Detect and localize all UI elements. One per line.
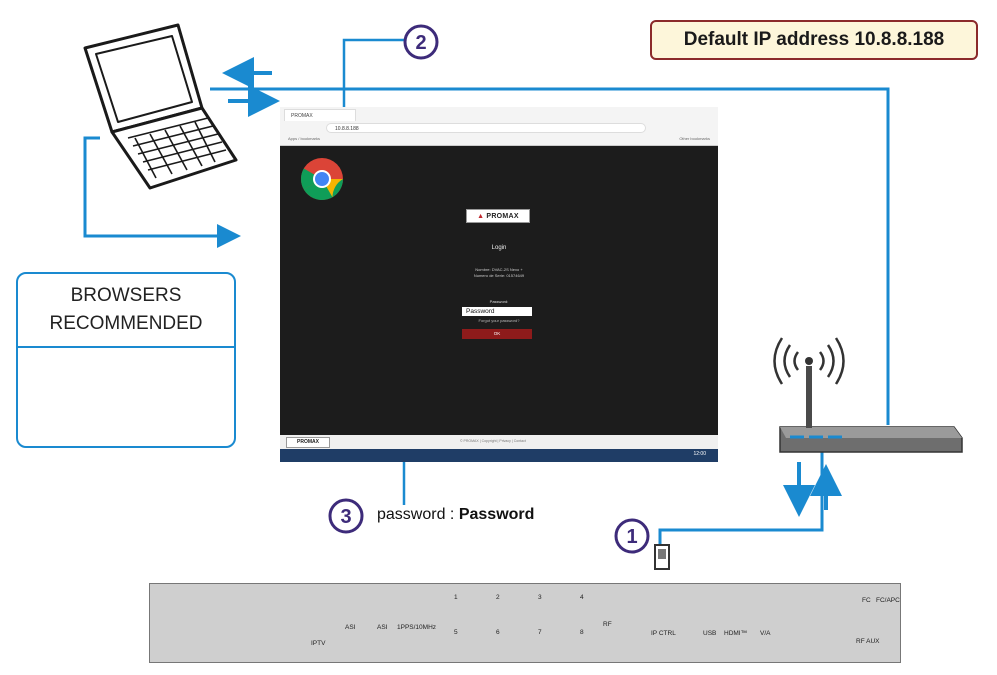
asi2-label: ASI: [377, 624, 388, 631]
port-number-1: 1: [454, 594, 458, 601]
ok-button[interactable]: OK: [462, 329, 532, 339]
port-number-5: 5: [454, 629, 458, 636]
bookmarks-bar[interactable]: Apps / bookmarks: [288, 136, 321, 141]
password-input[interactable]: Password: [462, 307, 532, 316]
forgot-password-link[interactable]: Forgot your password?: [478, 318, 520, 323]
port-number-3: 3: [538, 594, 542, 601]
step3-number: 3: [340, 506, 351, 528]
iptv-label: IPTV: [311, 640, 326, 647]
default-ip-note: Default IP address 10.8.8.188: [650, 20, 978, 60]
va-label: V/A: [760, 630, 771, 637]
asi1-label: ASI: [345, 624, 356, 631]
password-annotation: password : Password: [377, 506, 534, 524]
browsers-recommended-title: BROWSERS RECOMMENDED: [18, 274, 234, 348]
browser-toolbar: PROMAX 10.8.8.188 Apps / bookmarks Other…: [280, 107, 718, 146]
ethernet-cable-laptop-router: [210, 87, 890, 425]
promax-logo: ▲PROMAX: [466, 209, 530, 223]
password-annotation-label: password :: [377, 506, 455, 523]
port-number-6: 6: [496, 629, 500, 636]
address-bar[interactable]: 10.8.8.188: [326, 123, 646, 133]
browsers-title-line2: RECOMMENDED: [49, 313, 203, 334]
rf-out-label: RF: [603, 621, 612, 628]
chrome-logo-icon: [300, 158, 343, 201]
browser-tab[interactable]: PROMAX: [284, 109, 356, 121]
password-annotation-value: Password: [458, 506, 535, 523]
rf-aux-label: RF AUX: [856, 638, 880, 645]
laptop-screen-link: [83, 136, 241, 248]
browsers-title-line1: BROWSERS: [70, 285, 182, 306]
step2-number: 2: [415, 32, 426, 54]
usb-label: USB: [703, 630, 717, 637]
taskbar-clock: 12:00: [693, 451, 706, 457]
step1-circle: 1: [614, 518, 650, 554]
port-number-7: 7: [538, 629, 542, 636]
page-footer: PROMAX © PROMAX | Copyright | Privacy | …: [280, 435, 718, 449]
taskbar: 12:00: [280, 449, 718, 462]
ip-ctrl-label: IP CTRL: [651, 630, 676, 637]
laptop-icon: [83, 23, 238, 190]
port-number-8: 8: [580, 629, 584, 636]
footer-logo: PROMAX: [286, 437, 330, 448]
device-name: Nombre: DVAC-2S Nexo +: [475, 267, 523, 272]
router-icon: [779, 357, 963, 453]
port-number-2: 2: [496, 594, 500, 601]
password-label: Password:: [489, 299, 509, 304]
pps-label: 1PPS/10MHz: [397, 624, 437, 631]
rj45-plug-icon: [654, 544, 670, 570]
step1-number: 1: [626, 526, 637, 548]
other-bookmarks[interactable]: Other bookmarks: [679, 136, 710, 141]
footer-links[interactable]: © PROMAX | Copyright | Privacy | Contact: [460, 439, 526, 443]
web-interface-screenshot: PROMAX 10.8.8.188 Apps / bookmarks Other…: [280, 107, 718, 462]
port-number-4: 4: [580, 594, 584, 601]
device-rear-panel: [149, 583, 901, 663]
step3-circle: 3: [328, 498, 364, 534]
step2-leader-line: [342, 38, 406, 122]
hdmi-label: HDMI™: [724, 630, 748, 637]
promax-logo-text: PROMAX: [486, 212, 519, 220]
data-flow-arrows: [222, 57, 280, 117]
fc-apc-label: FC/APC: [876, 597, 900, 604]
login-title: Login: [491, 245, 507, 251]
device-serial: Numero de Serie: 01574649: [473, 273, 525, 278]
promax-triangle-icon: ▲: [477, 212, 485, 220]
browsers-recommended-box: BROWSERS RECOMMENDED: [16, 272, 236, 448]
step2-circle: 2: [403, 24, 439, 60]
wifi-signal-icon: [773, 337, 845, 385]
fc-label: FC: [862, 597, 871, 604]
